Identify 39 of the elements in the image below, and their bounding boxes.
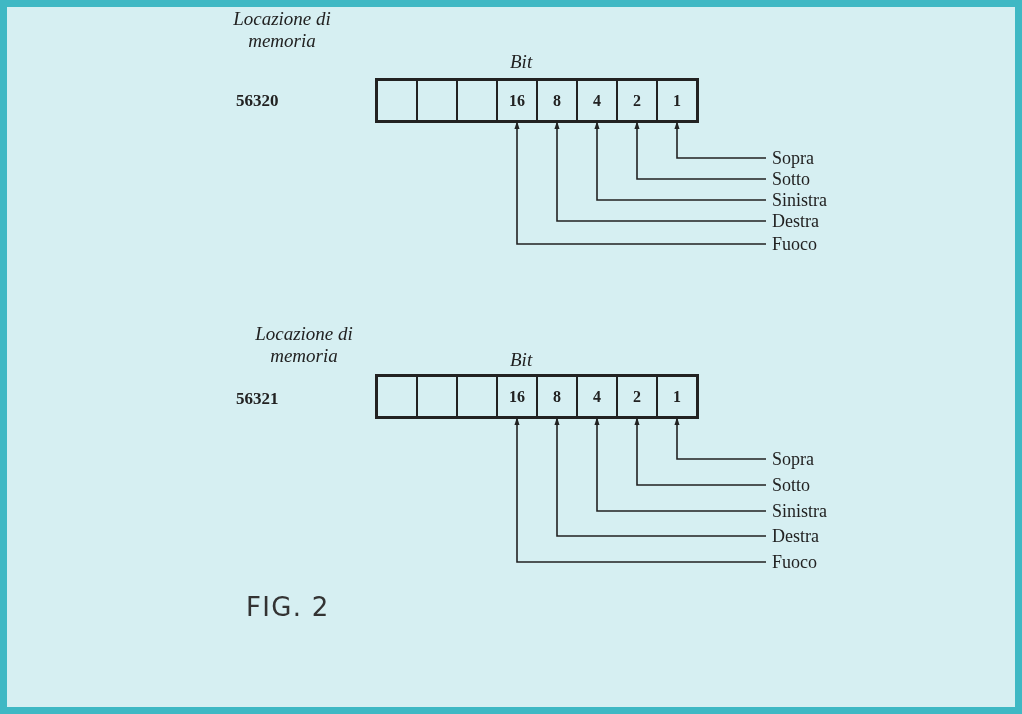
memory-location-heading: Locazione di memoria [232, 8, 332, 52]
direction-label: Sotto [766, 168, 856, 190]
address-number: 56320 [236, 90, 279, 112]
address-number: 56321 [236, 388, 279, 410]
direction-label: Fuoco [766, 233, 856, 255]
arrow [514, 121, 767, 245]
bit-cell [457, 376, 497, 417]
arrow [634, 417, 767, 486]
bit-cell: 2 [617, 376, 657, 417]
direction-label: Destra [766, 525, 856, 547]
bit-cell: 4 [577, 80, 617, 121]
arrow [674, 417, 767, 460]
direction-label: Sinistra [766, 189, 856, 211]
direction-label: Fuoco [766, 551, 856, 573]
bit-cell: 2 [617, 80, 657, 121]
direction-label: Destra [766, 210, 856, 232]
direction-label: Sinistra [766, 500, 856, 522]
bit-cell: 8 [537, 376, 577, 417]
direction-label: Sotto [766, 474, 856, 496]
bit-cell: 16 [497, 80, 537, 121]
memory-location-heading: Locazione di memoria [254, 323, 354, 367]
bit-cell [457, 80, 497, 121]
arrow [514, 417, 767, 563]
bit-heading: Bit [510, 348, 533, 372]
bit-cell [417, 376, 457, 417]
figure-label: FIG. 2 [246, 591, 330, 624]
bit-cell: 16 [497, 376, 537, 417]
bit-cell [417, 80, 457, 121]
arrow [554, 417, 767, 537]
arrow [674, 121, 767, 159]
arrow [554, 121, 767, 222]
bit-cell: 8 [537, 80, 577, 121]
arrow [594, 417, 767, 512]
direction-label: Sopra [766, 448, 856, 470]
bit-heading: Bit [510, 50, 533, 74]
bit-cell: 4 [577, 376, 617, 417]
arrow [594, 121, 767, 201]
direction-label: Sopra [766, 147, 856, 169]
arrow [634, 121, 767, 180]
